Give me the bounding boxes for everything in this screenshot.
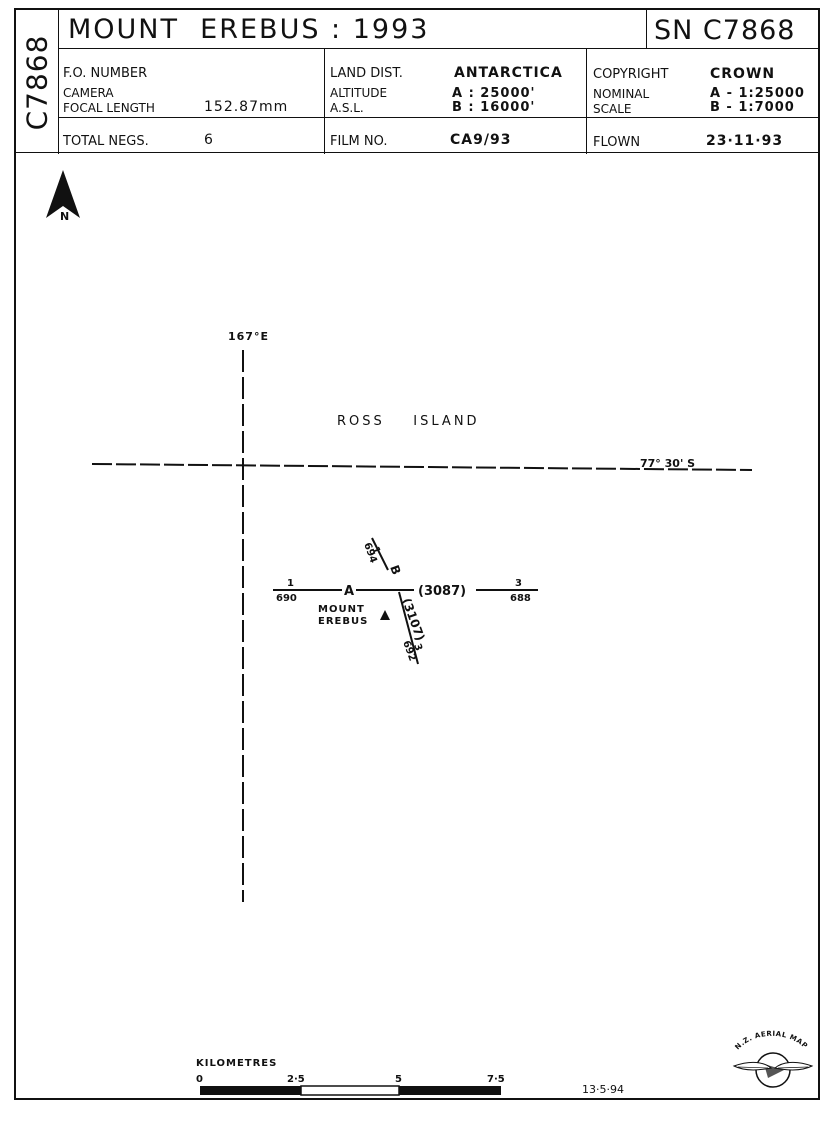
- focal-length-label: FOCAL LENGTH: [63, 101, 155, 115]
- total-negs-label: TOTAL NEGS.: [63, 134, 149, 149]
- line-a-start-frame: 690: [276, 593, 297, 604]
- line-a-height: (3087): [418, 584, 466, 599]
- copyright-label: COPYRIGHT: [593, 67, 669, 82]
- altitude-b-value: B : 16000': [452, 100, 536, 115]
- sheet-title: MOUNT EREBUS : 1993: [68, 14, 430, 45]
- latitude-label: 77° 30' S: [640, 457, 695, 470]
- north-label: N: [60, 210, 69, 223]
- logo-text: N.Z. AERIAL MAPPING LTD.: [16, 10, 809, 1051]
- line-b-height: (3107): [399, 596, 427, 642]
- island-label: ROSS ISLAND: [337, 414, 480, 429]
- line-a-end-run: 3: [515, 578, 522, 589]
- scale-tick-5: 5: [395, 1074, 402, 1085]
- line-a-start-run: 1: [287, 578, 294, 589]
- header-divider: [58, 10, 59, 154]
- aerial-mapping-logo-icon: N.Z. AERIAL MAPPING LTD.: [16, 10, 814, 1088]
- line-b-end-frame: 692: [400, 639, 417, 662]
- film-no-label: FILM NO.: [330, 134, 388, 149]
- line-a-label: A: [344, 584, 354, 599]
- sheet-serial-number: SN C7868: [654, 15, 796, 46]
- flight-line-b: [371, 537, 389, 571]
- latitude-line: [91, 463, 753, 471]
- scale-tick-0: 0: [196, 1074, 203, 1085]
- peak-label-line2: EREBUS: [318, 616, 368, 627]
- line-b-label: B: [387, 563, 403, 576]
- fo-number-label: F.O. NUMBER: [63, 66, 148, 81]
- focal-length-value: 152.87mm: [204, 99, 289, 115]
- flight-line-b: [398, 591, 419, 665]
- flown-label: FLOWN: [593, 135, 641, 150]
- header-divider: [58, 48, 820, 49]
- header-divider: [324, 48, 325, 154]
- scale-b-value: B - 1:7000: [710, 100, 795, 115]
- altitude-a-value: A : 25000': [452, 86, 536, 101]
- scale-bar-title: KILOMETRES: [196, 1058, 277, 1069]
- scale-a-value: A - 1:25000: [710, 86, 805, 101]
- land-dist-label: LAND DIST.: [330, 66, 403, 81]
- header-divider: [646, 10, 647, 48]
- scale-tick-7-5: 7·5: [487, 1074, 505, 1085]
- line-b-start-run: 1: [369, 545, 382, 555]
- summit-marker-icon: [380, 610, 390, 620]
- scale-bar-segment: [200, 1086, 301, 1095]
- header-divider: [16, 152, 820, 153]
- longitude-label: 167°E: [228, 330, 269, 343]
- total-negs-value: 6: [204, 132, 214, 148]
- camera-label: CAMERA: [63, 86, 114, 100]
- land-dist-value: ANTARCTICA: [454, 65, 563, 81]
- header-divider: [586, 48, 587, 154]
- compiled-date: 13·5·94: [582, 1083, 624, 1096]
- peak-label-line1: MOUNT: [318, 604, 365, 615]
- north-arrow-icon: [46, 170, 80, 218]
- header-divider: [58, 117, 820, 118]
- scale-tick-2-5: 2·5: [287, 1074, 305, 1085]
- scale-bar-segment: [399, 1086, 501, 1095]
- map-sheet: C7868 MOUNT EREBUS : 1993 SN C7868 F.O. …: [14, 8, 820, 1100]
- film-no-value: CA9/93: [450, 132, 512, 148]
- altitude-label: ALTITUDE: [330, 86, 388, 100]
- nominal-label: NOMINAL: [593, 87, 650, 101]
- map-canvas: N 167°E 77° 30' S ROSS ISLAND A (3087) 1…: [16, 10, 814, 1096]
- asl-label: A.S.L.: [330, 101, 364, 115]
- copyright-value: CROWN: [710, 66, 776, 82]
- scale-label: SCALE: [593, 102, 632, 116]
- line-a-end-frame: 688: [510, 593, 531, 604]
- flown-value: 23·11·93: [706, 133, 784, 149]
- line-b-end-run: 3: [411, 642, 424, 652]
- svg-text:N.Z. AERIAL MAPPING LTD.: N.Z. AERIAL MAPPING LTD.: [16, 10, 809, 1051]
- scale-bar-segment: [300, 1085, 400, 1096]
